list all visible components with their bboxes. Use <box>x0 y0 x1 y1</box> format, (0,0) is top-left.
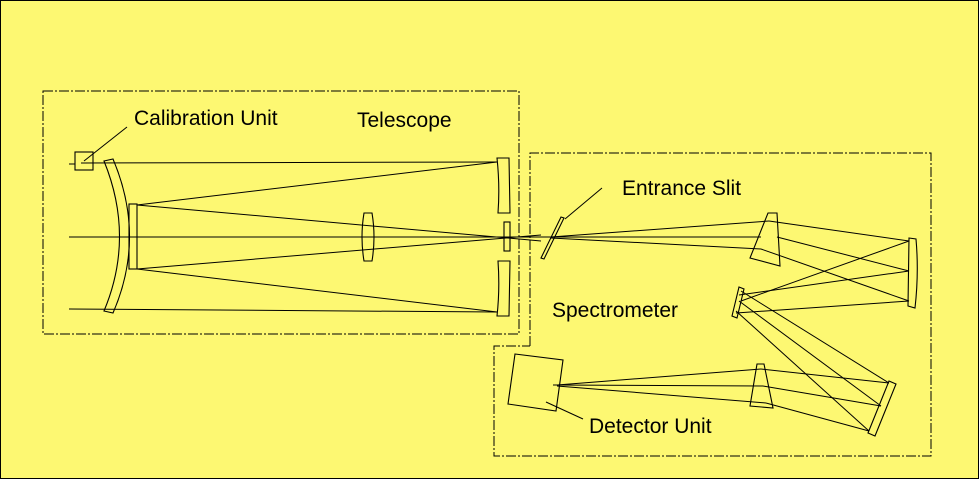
spectrometer-label: Spectrometer <box>552 299 679 322</box>
prism-1 <box>749 212 781 267</box>
camera-mirror <box>867 380 897 437</box>
entrance-slit-leader-line <box>564 187 603 220</box>
tertiary-mirror-top <box>496 157 511 214</box>
spectrometer-enclosure <box>493 152 932 457</box>
entrance-slit-label: Entrance Slit <box>622 177 742 200</box>
prism-2 <box>749 363 774 409</box>
grating <box>731 286 745 319</box>
collimator-mirror <box>907 237 918 309</box>
primary-mirror <box>103 158 130 314</box>
telescope-label: Telescope <box>357 109 452 132</box>
calibration-unit-label: Calibration Unit <box>134 107 278 130</box>
spectrometer-rays <box>550 220 910 432</box>
detector-leader-line <box>545 401 584 420</box>
telescope-enclosure <box>42 90 520 335</box>
field-lens <box>361 212 375 262</box>
calibration-unit <box>69 151 94 171</box>
tertiary-mirror-bottom <box>496 260 511 317</box>
telescope-rays <box>68 161 761 313</box>
calibration-leader-line <box>83 126 128 162</box>
entrance-slit <box>540 216 565 260</box>
detector-unit-label: Detector Unit <box>589 415 712 438</box>
detector-unit <box>507 353 564 412</box>
